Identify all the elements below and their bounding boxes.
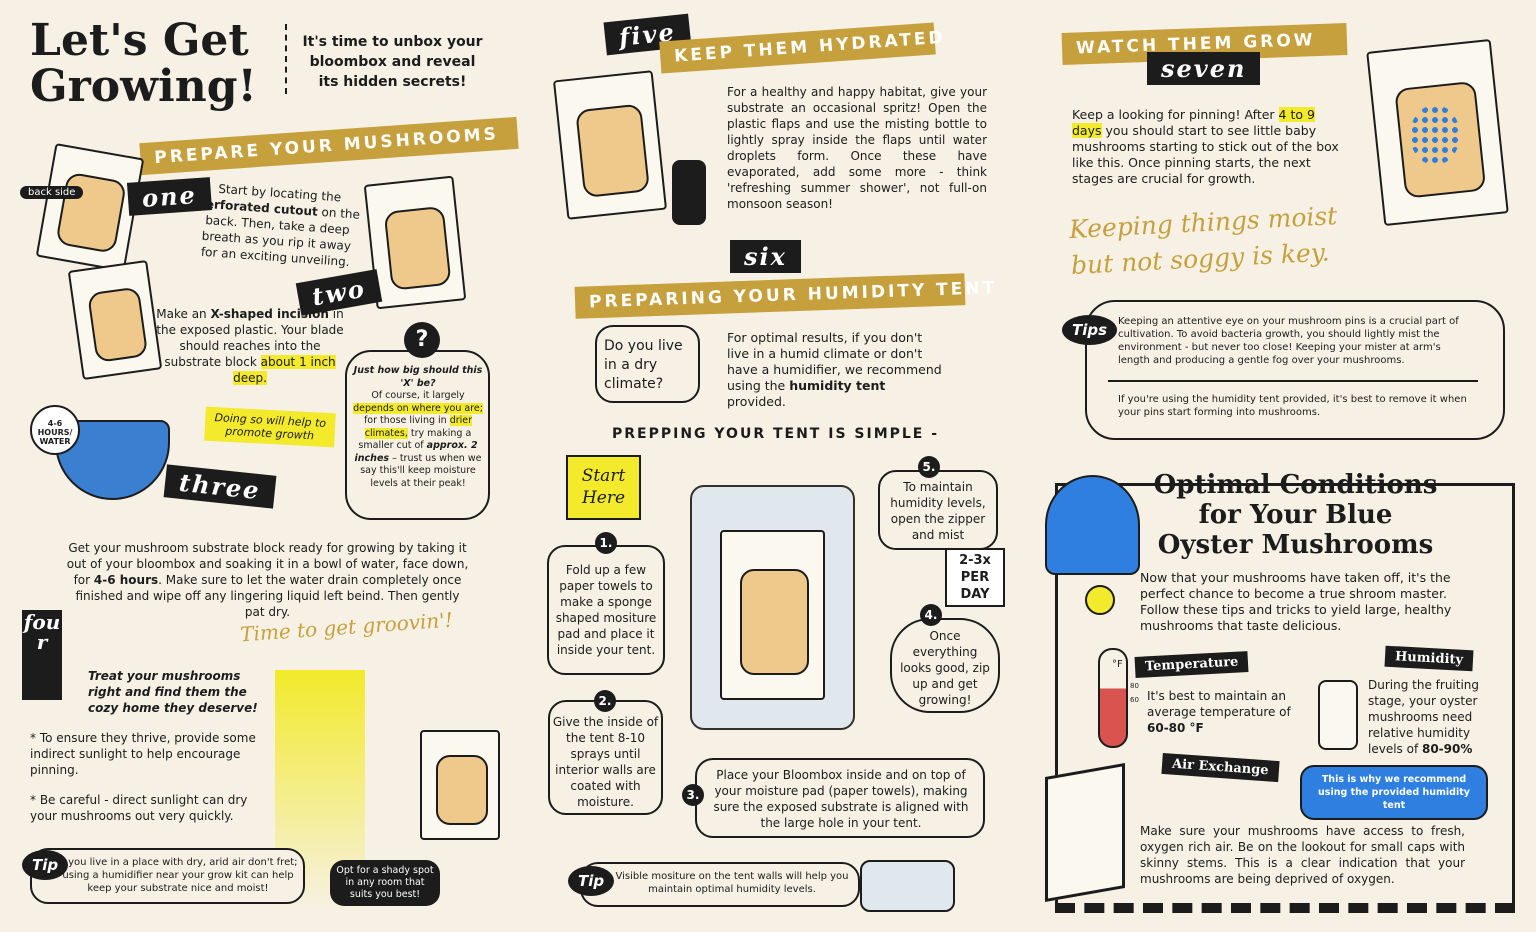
tent-step-5-text: To maintain humidity levels, open the zi… <box>890 480 986 542</box>
sparkle-icon <box>1085 585 1115 615</box>
thermometer-icon <box>1098 648 1128 748</box>
tent-step-4-text: Once everything looks good, zip up and g… <box>900 629 990 707</box>
hydrate-banner: KEEP THEM HYDRATED <box>659 22 946 74</box>
dry-climate-text: Do you live in a dry climate? <box>604 338 683 392</box>
step-four-intro: Treat your mushrooms right and find them… <box>88 669 258 715</box>
start-here-label: Start Here <box>566 455 641 520</box>
prepping-heading: PREPPING YOUR TENT IS SIMPLE - <box>612 426 940 442</box>
step-four-bullet-2: * Be careful - direct sunlight can dry y… <box>30 793 248 823</box>
tip-box-prepare <box>30 848 305 904</box>
shady-spot-note: Opt for a shady spot in any room that su… <box>330 860 440 906</box>
tips-divider <box>1108 380 1478 382</box>
tent-step-3 <box>695 758 985 838</box>
divider <box>285 24 287 94</box>
tent-step-2-text: Give the inside of the tent 8-10 sprays … <box>552 715 659 809</box>
tip-badge: Tip <box>568 866 615 896</box>
prepare-banner: PREPARE YOUR MUSHROOMS <box>139 116 519 176</box>
package-hand-illustration <box>67 259 163 381</box>
tent-banner: PREPARING YOUR HUMIDITY TENT <box>574 273 997 319</box>
title-line-2: Growing! <box>30 61 257 112</box>
optimal-frame <box>1055 483 1515 913</box>
moisture-pad-illustration <box>860 860 955 912</box>
tent-step-1-text: Fold up a few paper towels to make a spo… <box>555 563 657 657</box>
step-four-bullet-1: * To ensure they thrive, provide some in… <box>30 731 256 777</box>
question-mark-icon: ? <box>404 322 440 358</box>
tent-step-5 <box>878 470 998 550</box>
step-two-text: Make an X-shaped incision in the exposed… <box>156 307 344 385</box>
step-two-note: Doing so will help to promote growth <box>204 406 336 448</box>
tent-intro-text: For optimal results, if you don't live i… <box>727 330 942 409</box>
tips-text-1: Keeping an attentive eye on your mushroo… <box>1118 316 1459 366</box>
page-title: Let's Get Growing! <box>30 18 257 110</box>
question-text: Just how big should this 'X' be?Of cours… <box>353 365 483 489</box>
thermometer-tick-80: 80 <box>1130 682 1139 690</box>
step-number: 2. <box>594 690 616 712</box>
hydrate-text: For a healthy and happy habitat, give yo… <box>727 85 987 211</box>
blue-pins-illustration <box>1410 105 1460 165</box>
mushroom-mascot-illustration <box>1045 475 1140 575</box>
keeping-moist-script: Keeping things moist but not soggy is ke… <box>1068 201 1338 281</box>
per-day-badge: 2-3x PER DAY <box>945 548 1005 607</box>
tips-badge: Tips <box>1062 315 1118 345</box>
step-number: 1. <box>595 532 617 554</box>
package-shelf-illustration <box>420 730 500 840</box>
tip-box-tent <box>580 862 860 907</box>
title-line-1: Let's Get <box>30 15 249 66</box>
step-number: 5. <box>918 456 940 478</box>
tent-tip-text: Visible mositure on the tent walls will … <box>615 871 849 895</box>
optimal-title: Optimal Conditions for Your Blue Oyster … <box>1153 470 1438 560</box>
tagline: It's time to unbox your bloombox and rev… <box>302 34 483 90</box>
tip-badge: Tip <box>22 850 69 880</box>
tip-text: If you live in a place with dry, arid ai… <box>58 857 298 894</box>
step-number: 3. <box>682 784 704 806</box>
step-seven-label: seven <box>1147 52 1261 85</box>
back-side-label: back side <box>20 186 84 199</box>
humidity-text: During the fruiting stage, your oyster m… <box>1368 678 1480 756</box>
spray-bottle-icon <box>672 160 706 225</box>
dry-climate-question <box>595 325 700 403</box>
humidity-tent-cta[interactable]: This is why we recommend using the provi… <box>1300 765 1488 820</box>
temperature-text: It's best to maintain an average tempera… <box>1147 689 1291 735</box>
soak-time-badge: 4-6 HOURS/ WATER <box>30 405 80 455</box>
step-four-label: four <box>22 610 62 700</box>
step-three-label: three <box>163 464 277 509</box>
step-six-label: six <box>730 240 801 273</box>
step-one-text: Start by locating the perforated cutout … <box>196 181 361 270</box>
package-mist-illustration <box>552 70 668 220</box>
thermometer-tick-60: 60 <box>1130 696 1139 704</box>
tent-step-2 <box>548 700 663 815</box>
thermometer-unit: °F <box>1112 659 1123 670</box>
grow-text: Keep a looking for pinning! After 4 to 9… <box>1072 107 1339 186</box>
tent-step-1 <box>547 545 665 675</box>
tips-box-grow <box>1085 300 1505 440</box>
optimal-intro: Now that your mushrooms have taken off, … <box>1140 570 1452 633</box>
mister-bottle-icon <box>1318 680 1358 750</box>
tent-step-4 <box>890 618 1000 713</box>
tent-step-3-text: Place your Bloombox inside and on top of… <box>713 768 969 830</box>
package-in-tent-illustration <box>720 530 825 700</box>
window-illustration <box>1045 762 1125 903</box>
step-number: 4. <box>920 604 942 626</box>
step-three-text: Get your mushroom substrate block ready … <box>66 541 469 619</box>
air-exchange-text: Make sure your mushrooms have access to … <box>1140 824 1465 886</box>
tips-text-2: If you're using the humidity tent provid… <box>1118 394 1467 418</box>
